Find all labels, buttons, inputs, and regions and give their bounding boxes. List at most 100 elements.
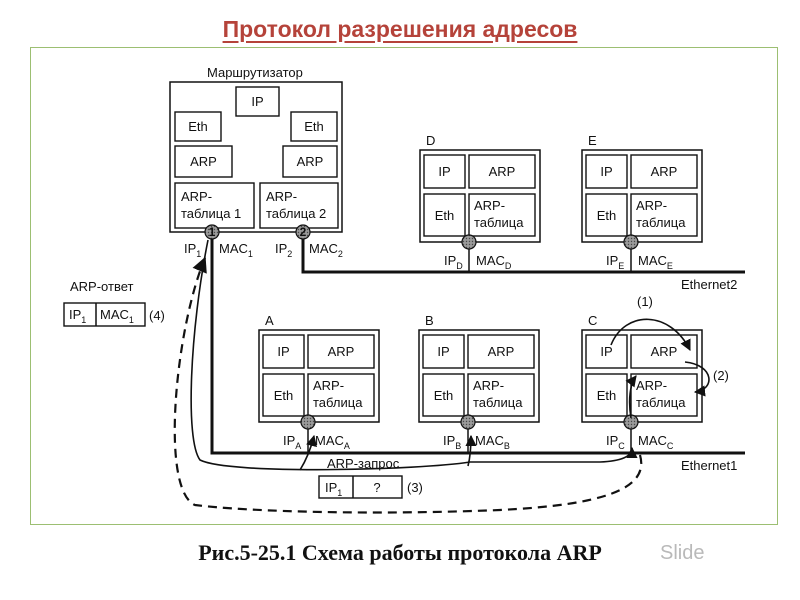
- host-a-name: A: [265, 313, 274, 328]
- host-b-eth-box: [422, 373, 465, 417]
- host-c-arp-table-line2: таблица: [636, 395, 686, 410]
- host-a-arp-label: ARP: [328, 344, 355, 359]
- step2-arrow: [684, 361, 710, 397]
- router-arp1-label: ARP: [190, 154, 217, 169]
- host-a-arp-table-box: [307, 373, 375, 417]
- arp-reply: ARP-ответ IP1 MAC1 (4): [63, 279, 165, 327]
- router-eth1-box: [174, 111, 222, 142]
- host-b-addr-mac: MACB: [475, 433, 510, 451]
- router: Маршрутизатор IP Eth Eth ARP ARP ARP- та…: [169, 65, 343, 259]
- ethernet1-label: Ethernet1: [681, 458, 737, 473]
- host-b-arp-box: [467, 334, 535, 369]
- host-d-arp-box: [468, 154, 536, 189]
- arp-request: ARP-запрос IP1 ? (3): [318, 456, 423, 499]
- arp-reply-mac: MAC1: [100, 307, 134, 325]
- router-arp1-box: [174, 145, 233, 178]
- host-c-name: C: [588, 313, 597, 328]
- host-d-eth-label: Eth: [435, 208, 455, 223]
- host-b-arp-table-line1: ARP-: [473, 378, 504, 393]
- host-c-ip-label: IP: [600, 344, 612, 359]
- arp-reply-label: ARP-ответ: [70, 279, 134, 294]
- host-e-arp-table-box: [630, 193, 698, 237]
- slide-title: Протокол разрешения адресов: [222, 16, 578, 42]
- router-port1-ip: IP1: [184, 241, 201, 259]
- host-a-port-icon: [300, 414, 316, 430]
- router-port2-number: 2: [300, 225, 307, 239]
- host-c-eth-label: Eth: [597, 388, 617, 403]
- diagram-frame: [30, 47, 778, 525]
- host-c-table-arrow: [625, 375, 637, 419]
- host-d-addr-mac: MACD: [476, 253, 512, 271]
- arp-request-label: ARP-запрос: [327, 456, 400, 471]
- host-c-arp-label: ARP: [651, 344, 678, 359]
- host-c-ip-box: [585, 334, 628, 369]
- host-e-ip-label: IP: [600, 164, 612, 179]
- arp-request-path: [190, 239, 638, 471]
- host-d-arp-table-line2: таблица: [474, 215, 524, 230]
- watermark-text: Slide: [660, 542, 705, 564]
- host-a-addr-mac: MACA: [315, 433, 350, 451]
- host-d-ip-label: IP: [438, 164, 450, 179]
- host-a-arp-table-line1: ARP-: [313, 378, 344, 393]
- host-b-ip-box: [422, 334, 465, 369]
- host-e-ip-box: [585, 154, 628, 189]
- flow-arrows: (1) (2): [173, 239, 729, 514]
- ethernet1-line: [210, 239, 745, 455]
- host-a-arp-box: [307, 334, 375, 369]
- router-ip-label: IP: [251, 94, 263, 109]
- arp-reply-ip: IP1: [69, 307, 86, 325]
- host-e-eth-label: Eth: [597, 208, 617, 223]
- host-a-arp-table-line2: таблица: [313, 395, 363, 410]
- host-b-arp-table-line2: таблица: [473, 395, 523, 410]
- host-e-eth-box: [585, 193, 628, 237]
- host-b-ip-label: IP: [437, 344, 449, 359]
- host-e-name: E: [588, 133, 597, 148]
- router-ip-box: [235, 86, 280, 117]
- figure-caption: Рис.5-25.1 Схема работы протокола ARP: [198, 540, 602, 565]
- arp-request-to-a: [299, 434, 317, 471]
- step2-label: (2): [713, 368, 729, 383]
- host-a-addr-ip: IPA: [283, 433, 301, 451]
- arp-request-packet: [318, 475, 403, 499]
- host-c-arp-table-box: [630, 373, 698, 417]
- step1-label: (1): [637, 294, 653, 309]
- router-eth2-box: [290, 111, 338, 142]
- host-d-ip-box: [423, 154, 466, 189]
- host-a-ip-box: [262, 334, 305, 369]
- router-arp2-label: ARP: [297, 154, 324, 169]
- host-e-addr-mac: MACE: [638, 253, 673, 271]
- router-port1-mac: MAC1: [219, 241, 253, 259]
- host-e-arp-table-line2: таблица: [636, 215, 686, 230]
- host-b-arp-table-box: [467, 373, 535, 417]
- router-port2-ip: IP2: [275, 241, 292, 259]
- host-d-port-icon: [461, 234, 477, 250]
- arp-request-to-b: [465, 434, 477, 467]
- ethernet2-label: Ethernet2: [681, 277, 737, 292]
- host-e-port-icon: [623, 234, 639, 250]
- arp-request-step: (3): [407, 480, 423, 495]
- arp-request-unknown: ?: [373, 480, 380, 495]
- host-b-arp-label: ARP: [488, 344, 515, 359]
- router-arp2-box: [282, 145, 338, 178]
- host-c-addr-mac: MACC: [638, 433, 674, 451]
- router-label: Маршрутизатор: [207, 65, 303, 80]
- router-arp-table1-line2: таблица 1: [181, 206, 241, 221]
- host-c-addr-ip: IPC: [606, 433, 625, 451]
- host-a-eth-box: [262, 373, 305, 417]
- step1-arrow: [610, 318, 691, 352]
- router-arp-table1-box: [174, 182, 255, 229]
- router-eth2-label: Eth: [304, 119, 324, 134]
- host-e-arp-table-line1: ARP-: [636, 198, 667, 213]
- router-eth1-label: Eth: [188, 119, 208, 134]
- host-b-port-icon: [460, 414, 476, 430]
- host-d-eth-box: [423, 193, 466, 237]
- host-b-name: B: [425, 313, 434, 328]
- host-e-arp-box: [630, 154, 698, 189]
- host-e-arp-label: ARP: [651, 164, 678, 179]
